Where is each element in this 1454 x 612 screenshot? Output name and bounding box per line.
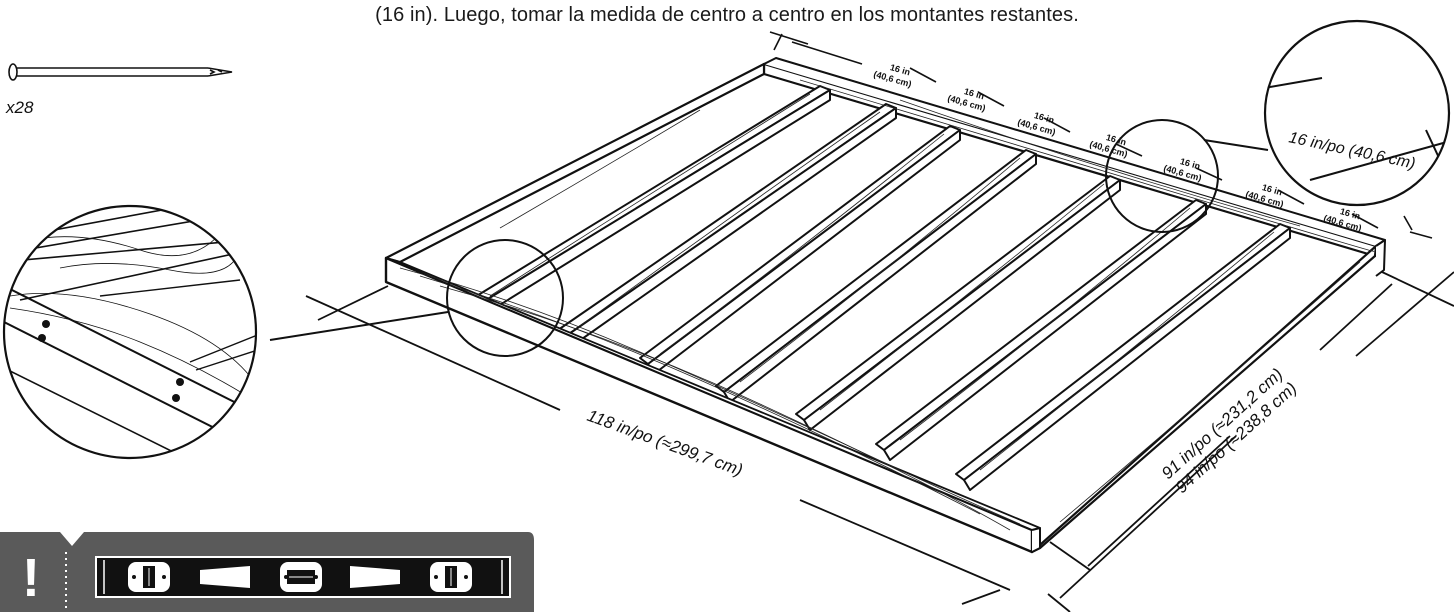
level-icon bbox=[95, 556, 511, 598]
leader-line-left bbox=[269, 311, 449, 341]
detail-nails-callout bbox=[2, 204, 258, 460]
nail-icon bbox=[8, 63, 233, 81]
callout-circle-nails bbox=[446, 239, 564, 357]
dimension-lines bbox=[305, 271, 1454, 612]
detail-spacing-callout: 16 in/po (40,6 cm) bbox=[1263, 19, 1451, 207]
floor-frame bbox=[384, 57, 1386, 554]
caution-tool-bar: ! bbox=[0, 532, 534, 612]
wood-grain bbox=[399, 79, 1375, 531]
callout-circle-spacing bbox=[1105, 119, 1219, 233]
nail-quantity: x28 bbox=[6, 98, 34, 117]
instruction-text: (16 in). Luego, tomar la medida de centr… bbox=[375, 4, 1079, 26]
leader-line-right bbox=[1203, 139, 1269, 151]
spacing-ticks bbox=[769, 31, 1433, 239]
alert-symbol: ! bbox=[22, 548, 40, 608]
